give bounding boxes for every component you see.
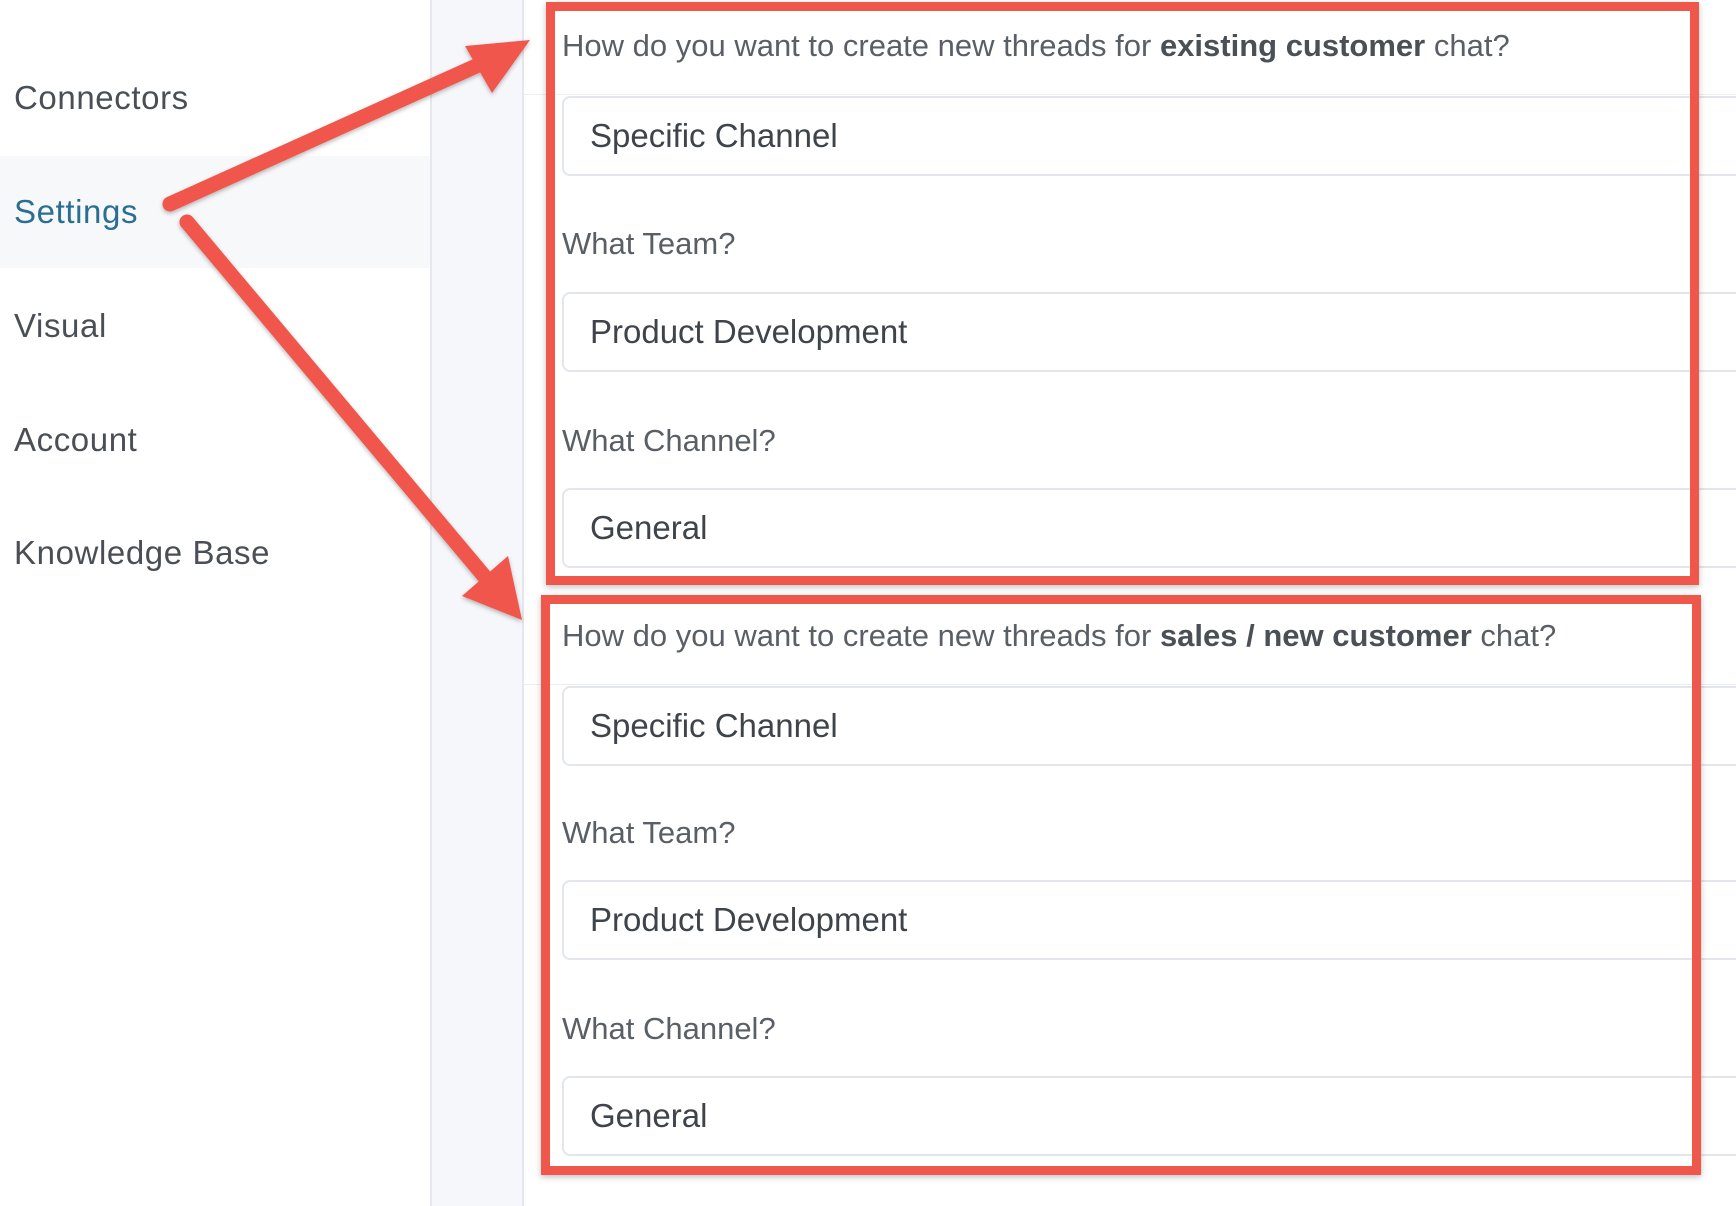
existing-thread-mode-select[interactable]: Specific Channel bbox=[562, 96, 1736, 176]
sidebar-nav: Connectors Settings Visual Account Knowl… bbox=[0, 0, 432, 1206]
sidebar-item-settings[interactable]: Settings bbox=[0, 156, 430, 268]
divider bbox=[524, 684, 1736, 685]
new-channel-select[interactable]: General bbox=[562, 1076, 1736, 1156]
new-team-select[interactable]: Product Development bbox=[562, 880, 1736, 960]
sidebar-item-account[interactable]: Account bbox=[0, 384, 430, 496]
sidebar-item-label: Visual bbox=[14, 307, 107, 344]
question-emphasis: existing customer bbox=[1159, 28, 1426, 63]
sidebar-item-label: Connectors bbox=[14, 79, 189, 116]
question-prefix: How do you want to create new threads fo… bbox=[562, 618, 1160, 653]
sidebar-item-visual[interactable]: Visual bbox=[0, 270, 430, 382]
new-thread-mode-select[interactable]: Specific Channel bbox=[562, 686, 1736, 766]
select-value: Specific Channel bbox=[590, 707, 838, 744]
select-value: General bbox=[590, 1097, 708, 1134]
new-customer-question: How do you want to create new threads fo… bbox=[562, 618, 1556, 654]
select-value: Specific Channel bbox=[590, 117, 838, 154]
existing-customer-question: How do you want to create new threads fo… bbox=[562, 28, 1510, 64]
new-channel-label: What Channel? bbox=[562, 1011, 776, 1046]
existing-team-label: What Team? bbox=[562, 226, 736, 261]
question-prefix: How do you want to create new threads fo… bbox=[562, 28, 1160, 63]
content-gutter bbox=[432, 0, 524, 1206]
select-value: Product Development bbox=[590, 901, 908, 938]
select-value: General bbox=[590, 509, 708, 546]
question-suffix: chat? bbox=[1471, 618, 1557, 653]
select-value: Product Development bbox=[590, 313, 908, 350]
sidebar-item-connectors[interactable]: Connectors bbox=[0, 42, 430, 154]
new-team-label: What Team? bbox=[562, 815, 736, 850]
question-emphasis: sales / new customer bbox=[1159, 618, 1472, 653]
question-suffix: chat? bbox=[1425, 28, 1510, 63]
existing-channel-label: What Channel? bbox=[562, 423, 776, 458]
existing-team-select[interactable]: Product Development bbox=[562, 292, 1736, 372]
sidebar-item-label: Knowledge Base bbox=[14, 534, 271, 571]
sidebar-item-knowledge-base[interactable]: Knowledge Base bbox=[0, 497, 430, 609]
sidebar-item-label: Settings bbox=[14, 193, 139, 230]
existing-channel-select[interactable]: General bbox=[562, 488, 1736, 568]
sidebar-item-label: Account bbox=[14, 421, 138, 458]
settings-content: How do you want to create new threads fo… bbox=[524, 0, 1736, 1206]
divider bbox=[524, 94, 1736, 95]
